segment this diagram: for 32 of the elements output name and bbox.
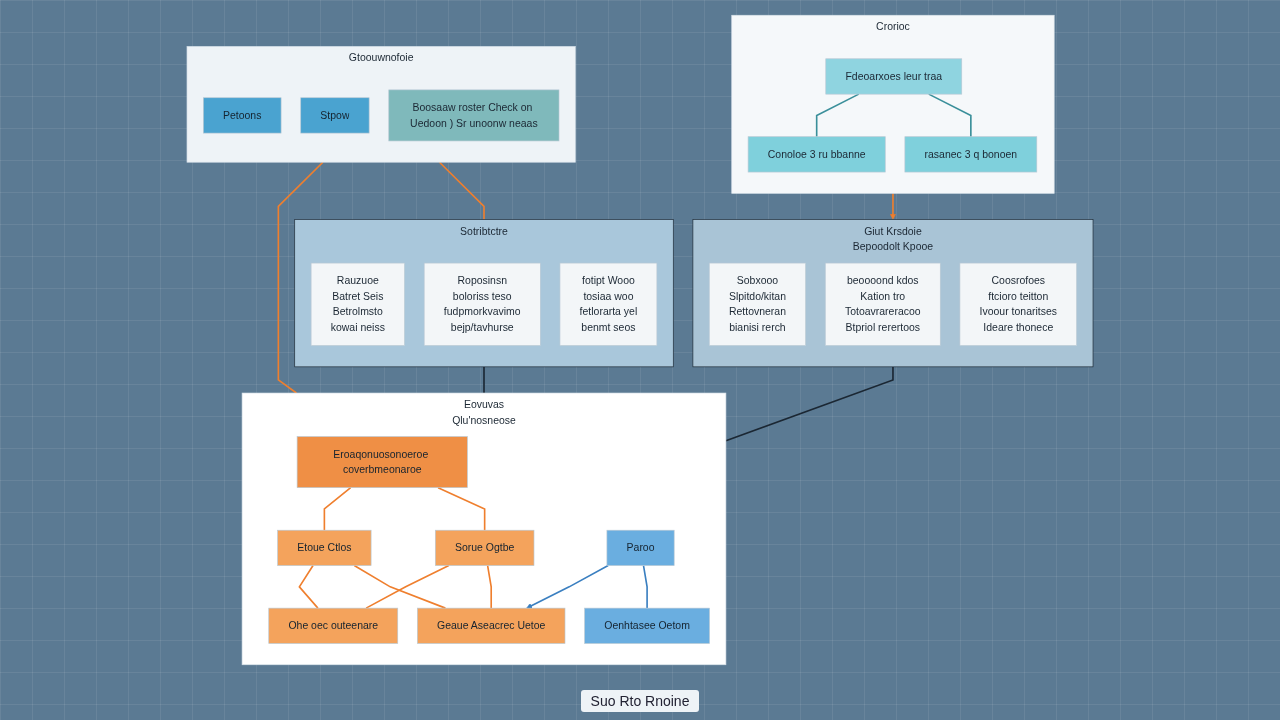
node-box: Geaue Aseacrec Uetoe xyxy=(417,607,566,644)
connector xyxy=(486,564,492,609)
node-box: beoooond kdos Kation tro Totoavrareracoo Btpriol rerertoos xyxy=(824,262,941,346)
node-box: Boosaaw roster Check on Uedoon ) Sr unoonw neaas xyxy=(388,89,560,142)
node-box: Ohe oec outeenare xyxy=(268,607,399,644)
node-box: Stpow xyxy=(300,97,370,134)
node-box: Eroaqonuosonoeroe coverbmeonaroe xyxy=(296,436,468,488)
arrow xyxy=(526,564,609,609)
node-box: Conoloe 3 ru bbanne xyxy=(747,136,886,173)
node-box: rasanec 3 q bonoen xyxy=(904,136,1038,173)
connector xyxy=(483,366,485,394)
connector xyxy=(725,366,894,442)
connector xyxy=(438,161,485,221)
note-text: Suo Rto Rnoine xyxy=(580,690,700,712)
node-box: Fdeoarxoes leur traa xyxy=(825,58,963,95)
connector xyxy=(365,564,450,609)
node-box: Petoons xyxy=(203,97,282,134)
node-box: Roposinsn boloriss teso fudpmorkvavimo bejp/tavhurse xyxy=(423,262,541,346)
connector xyxy=(815,93,860,138)
node-box: Oenhtasee Oetom xyxy=(584,607,710,644)
node-box: Sorue Ogtbe xyxy=(435,529,535,566)
node-box: Rauzuoe Batret Seis Betrolmsto kowai neiss xyxy=(310,262,405,346)
connector xyxy=(437,486,486,532)
node-box: Coosrofoes ftcioro teitton Ivoour tonaritses Ideare thonece xyxy=(959,262,1077,346)
node-box: Sobxooo Slpitdo/kitan Rettovneran bianisi rerch xyxy=(708,262,806,346)
connector xyxy=(323,486,352,532)
node-box: Paroo xyxy=(606,529,675,566)
node-box: Etoue Ctlos xyxy=(277,529,372,566)
node-box: fotipt Wooo tosiaa woo fetlorarta yel benmt seos xyxy=(559,262,658,346)
connector xyxy=(277,161,324,394)
arrow xyxy=(890,192,896,220)
connector xyxy=(642,564,648,609)
